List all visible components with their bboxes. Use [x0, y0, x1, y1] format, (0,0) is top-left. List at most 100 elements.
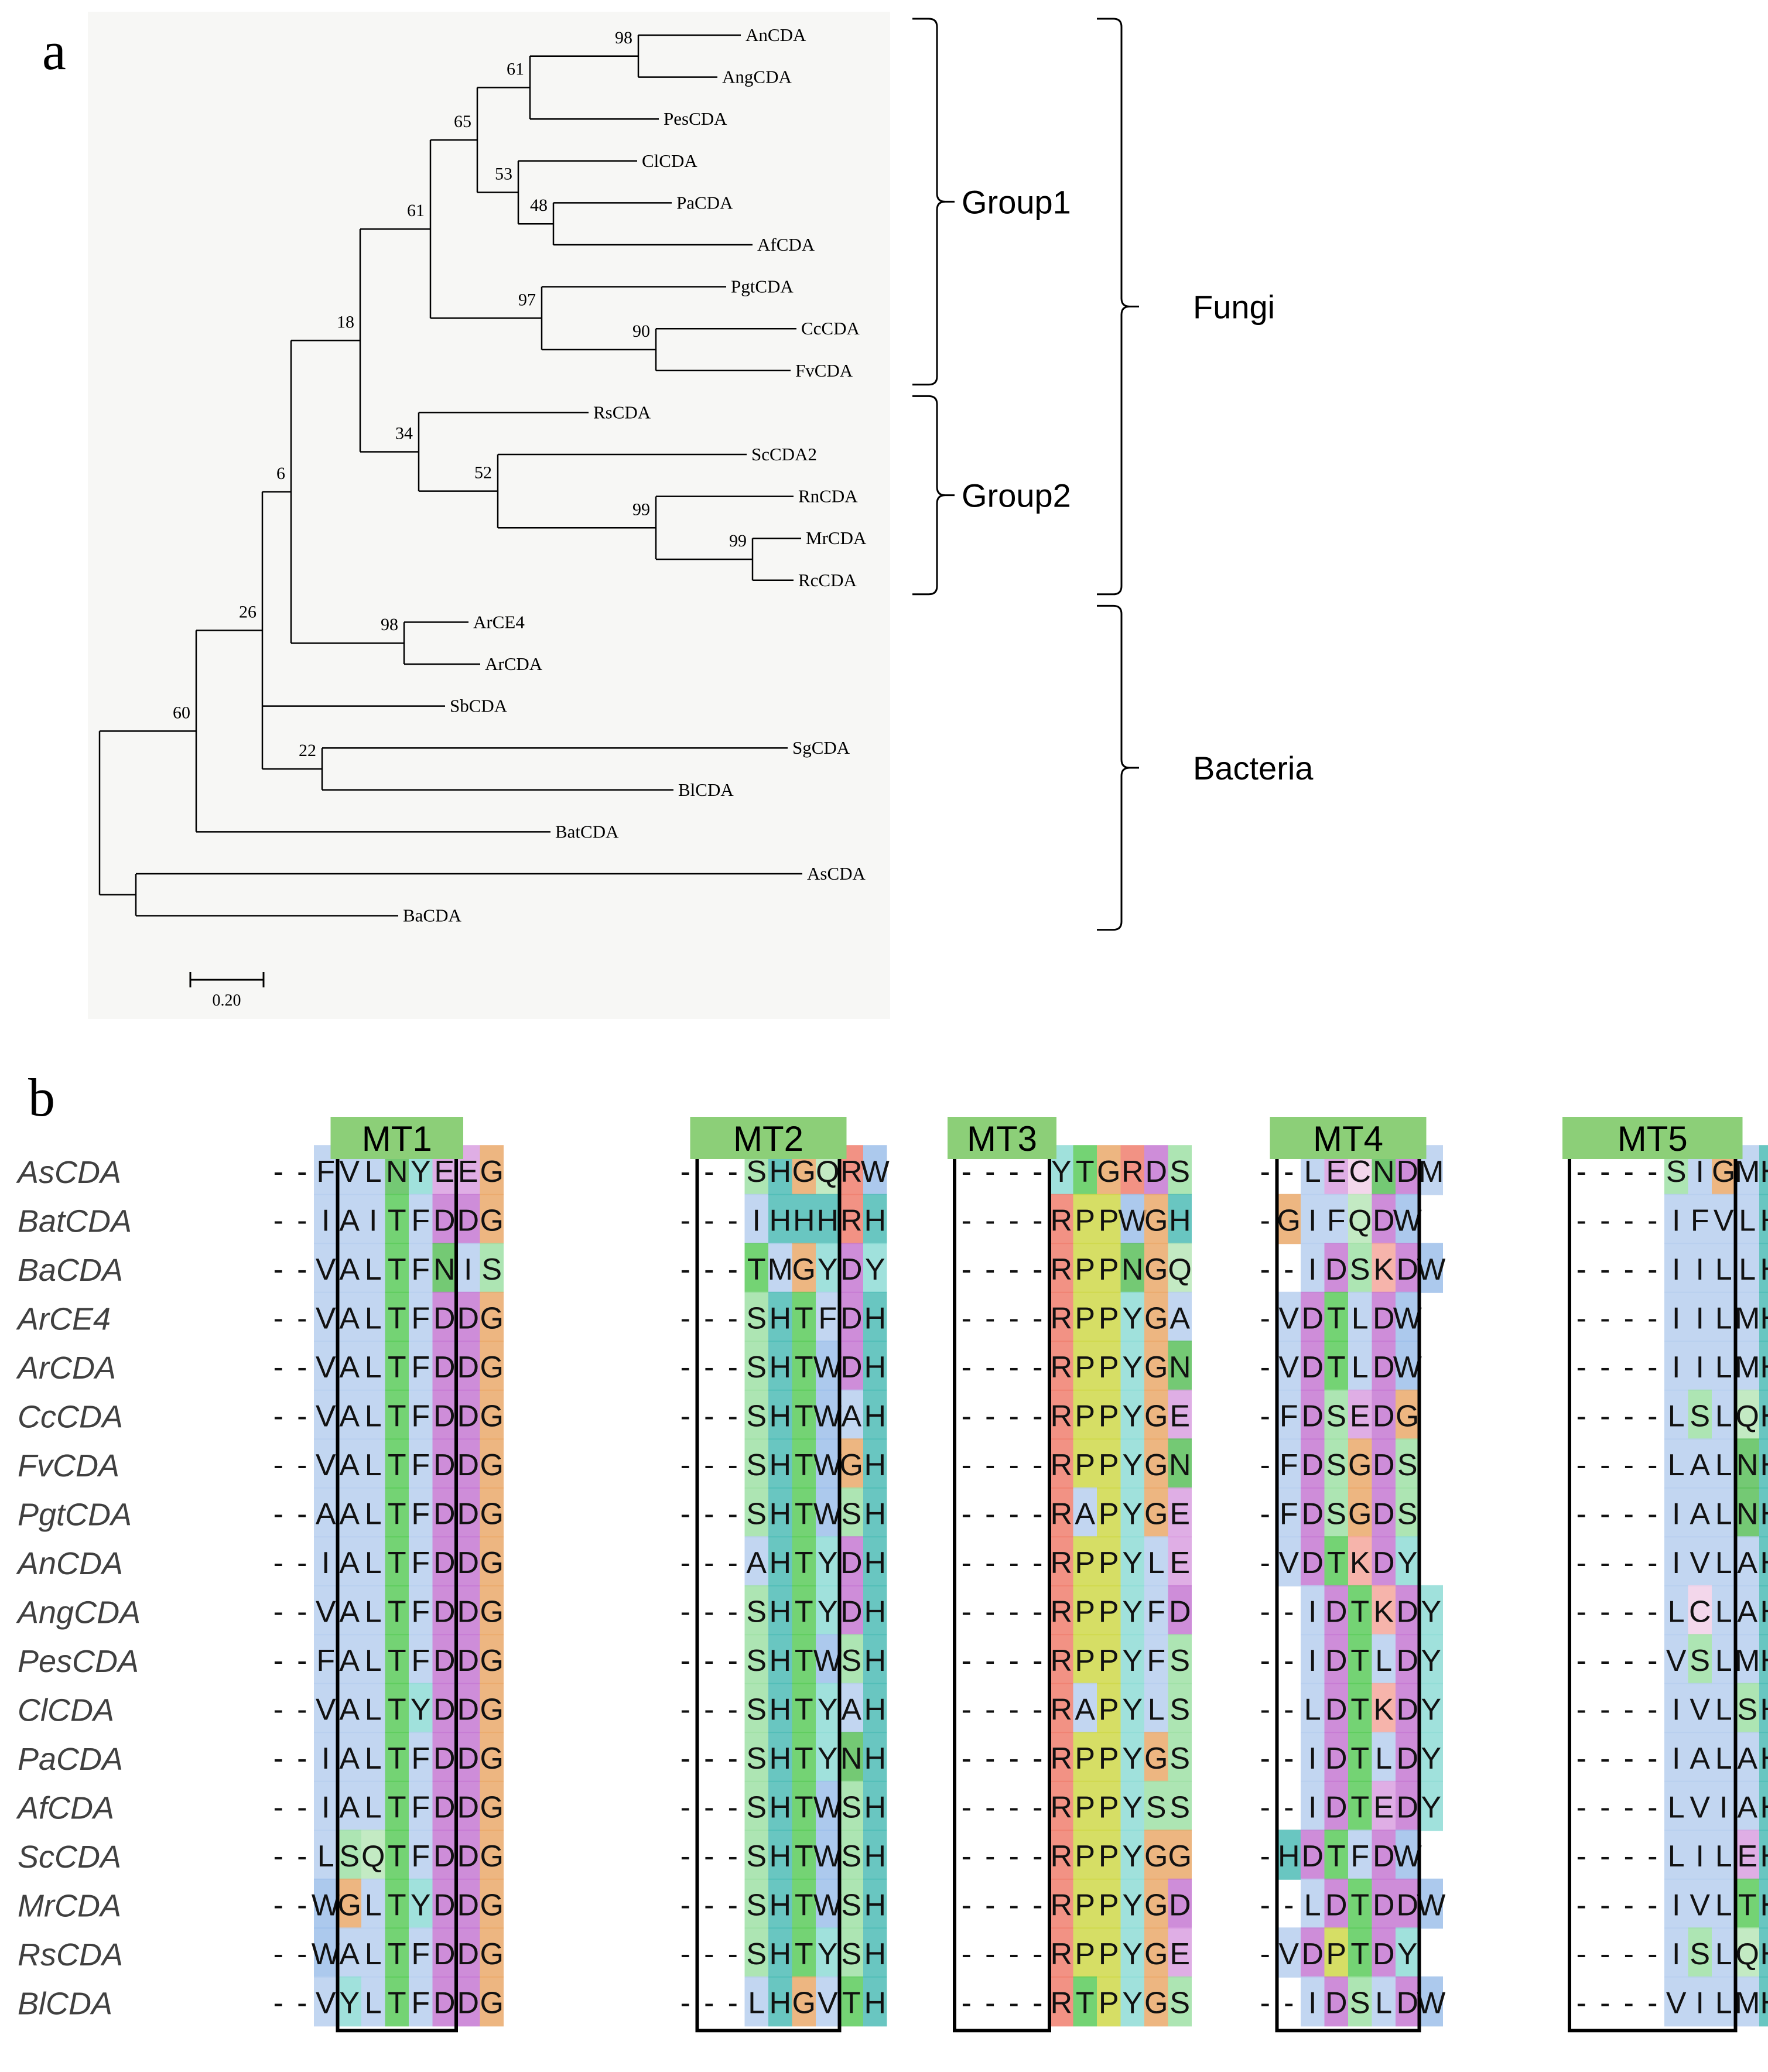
residue-cell	[480, 1780, 504, 1831]
residue-cell	[1168, 1634, 1192, 1684]
residue: -	[1624, 1497, 1634, 1531]
residue: L	[1304, 1155, 1321, 1189]
residue: -	[1577, 1546, 1586, 1580]
residue-cell	[744, 1780, 768, 1831]
residue: -	[273, 1644, 283, 1678]
residue: S	[746, 1791, 767, 1825]
residue: -	[1032, 1448, 1042, 1482]
residue-cell	[314, 1780, 338, 1831]
residue-cell	[385, 1976, 409, 2027]
residue-cell	[744, 1634, 768, 1684]
residue: -	[704, 1400, 714, 1434]
residue: S	[1326, 1497, 1346, 1531]
residue: A	[339, 1253, 360, 1287]
residue: F	[411, 1595, 430, 1629]
residue: -	[273, 1791, 283, 1825]
tip-label: SgCDA	[792, 737, 850, 758]
residue: -	[1260, 1400, 1270, 1434]
residue: W	[1393, 1302, 1422, 1336]
residue: H	[769, 1986, 791, 2020]
sequence-name: ArCDA	[16, 1350, 116, 1386]
residue: L	[365, 1350, 382, 1384]
residue: Y	[1421, 1595, 1441, 1629]
sequence-name: ArCE4	[16, 1302, 111, 1337]
residue: H	[864, 1497, 886, 1531]
residue: P	[1099, 1204, 1119, 1238]
residue: I	[1672, 1204, 1680, 1238]
residue: D	[1396, 1595, 1418, 1629]
residue: S	[841, 1937, 861, 1971]
residue: -	[962, 1742, 972, 1776]
residue: D	[433, 1986, 456, 2020]
residue-cell	[1664, 1194, 1688, 1244]
residue: G	[1348, 1497, 1372, 1531]
residue-cell	[816, 1536, 840, 1587]
residue-cell	[1712, 1878, 1736, 1929]
residue-cell	[337, 1341, 361, 1391]
residue: S	[746, 1889, 767, 1923]
residue-cell	[361, 1830, 385, 1880]
residue: D	[1301, 1840, 1324, 1873]
residue-cell	[1144, 1634, 1168, 1684]
residue: -	[1009, 1155, 1019, 1189]
tip-label: BaCDA	[403, 905, 462, 926]
residue-cell	[1097, 1780, 1121, 1831]
residue: Y	[1122, 1350, 1143, 1384]
residue: S	[1326, 1400, 1346, 1434]
sequence-name: BlCDA	[18, 1986, 112, 2022]
residue: S	[841, 1497, 861, 1531]
residue: -	[1600, 1155, 1610, 1189]
residue: F	[411, 1253, 430, 1287]
residue: -	[1284, 1155, 1294, 1189]
residue: -	[1032, 1546, 1042, 1580]
residue: H	[1760, 1155, 1768, 1189]
residue: Y	[1397, 1937, 1418, 1971]
residue: -	[985, 1595, 995, 1629]
residue-cell	[361, 1634, 385, 1684]
residue-cell	[1759, 1585, 1768, 1636]
motif-header-mt4	[1270, 1117, 1427, 1159]
residue-cell	[1372, 1634, 1396, 1684]
residue: G	[792, 1155, 816, 1189]
residue: -	[680, 1644, 690, 1678]
residue-cell	[456, 1830, 480, 1880]
bootstrap-label: 97	[518, 290, 536, 309]
residue: D	[457, 1840, 479, 1873]
residue-cell	[1735, 1732, 1759, 1782]
residue-cell	[1144, 1830, 1168, 1880]
residue: M	[1735, 1155, 1760, 1189]
residue: T	[388, 1595, 406, 1629]
residue: -	[273, 1253, 283, 1287]
residue-cell	[816, 1341, 840, 1391]
residue: T	[388, 1742, 406, 1776]
residue: -	[704, 1937, 714, 1971]
residue-cell	[1712, 1976, 1736, 2027]
residue-cell	[792, 1683, 816, 1733]
residue: I	[1719, 1791, 1728, 1825]
tip-label: BlCDA	[678, 779, 734, 800]
residue: -	[1284, 1889, 1294, 1923]
residue-cell	[792, 1341, 816, 1391]
residue: L	[1668, 1840, 1685, 1873]
residue-cell	[314, 1536, 338, 1587]
residue-cell	[1301, 1487, 1325, 1538]
residue: G	[480, 1595, 504, 1629]
residue: -	[1284, 1742, 1294, 1776]
sequence-name: AnCDA	[16, 1546, 123, 1581]
residue: F	[411, 1350, 430, 1384]
residue: E	[1169, 1937, 1190, 1971]
residue: S	[1169, 1986, 1190, 2020]
residue: I	[1672, 1889, 1680, 1923]
residue-cell	[409, 1194, 433, 1244]
sequence-name: BaCDA	[18, 1253, 123, 1288]
residue-cell	[1277, 1830, 1301, 1880]
residue: A	[1737, 1595, 1757, 1629]
residue-cell	[792, 1438, 816, 1489]
residue: E	[1350, 1400, 1370, 1434]
residue-cell	[1372, 1927, 1396, 1978]
residue-cell	[1073, 1243, 1097, 1293]
residue: -	[704, 1742, 714, 1776]
residue: -	[1577, 1204, 1586, 1238]
residue: D	[433, 1644, 456, 1678]
residue-cell	[863, 1830, 887, 1880]
